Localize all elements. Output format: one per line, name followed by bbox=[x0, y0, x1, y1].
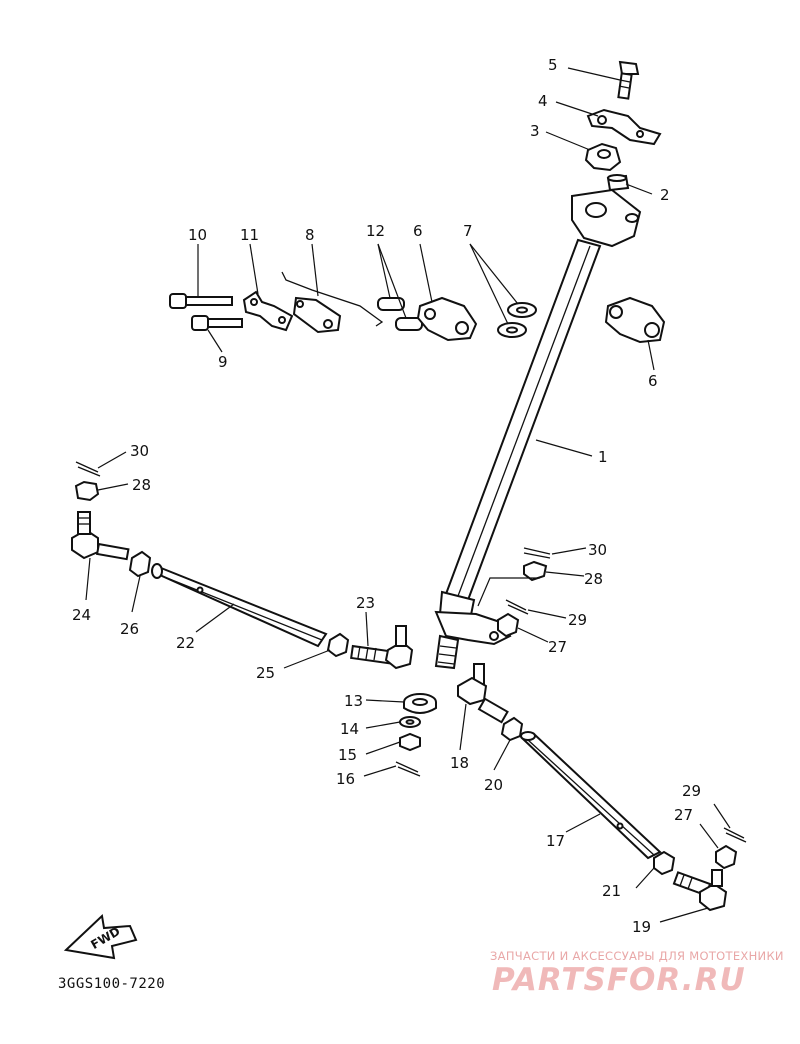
nut-26 bbox=[128, 550, 152, 578]
callout-7: 7 bbox=[463, 222, 473, 240]
nut-28-left bbox=[74, 480, 100, 502]
tie-rod-end-19 bbox=[672, 869, 728, 912]
washers-7 bbox=[497, 302, 537, 338]
callout-14: 14 bbox=[340, 720, 359, 738]
callout-21: 21 bbox=[602, 882, 621, 900]
tie-rod-17 bbox=[520, 731, 662, 860]
callout-6-top: 6 bbox=[413, 222, 423, 240]
diagram-code: 3GGS100-7220 bbox=[58, 976, 166, 992]
washer-14 bbox=[399, 716, 421, 728]
callout-24: 24 bbox=[72, 606, 91, 624]
callout-10: 10 bbox=[188, 226, 207, 244]
nut-21 bbox=[653, 850, 676, 876]
bolt-9 bbox=[191, 315, 243, 331]
callout-labels: 5 4 3 2 10 11 8 12 6 7 9 6 1 30 28 30 28… bbox=[72, 56, 701, 936]
callout-1: 1 bbox=[598, 448, 608, 466]
callout-4: 4 bbox=[538, 92, 548, 110]
steering-shaft bbox=[434, 188, 642, 670]
nut-25 bbox=[326, 632, 350, 658]
plate-11 bbox=[242, 290, 294, 332]
holder-6-left bbox=[416, 296, 478, 342]
cable-guide-8 bbox=[281, 271, 384, 334]
cotter-pin-29-lower bbox=[723, 827, 747, 843]
fwd-arrow-icon: FWD bbox=[63, 913, 138, 960]
callout-25: 25 bbox=[256, 664, 275, 682]
bolt-10 bbox=[169, 293, 233, 309]
callout-28-left: 28 bbox=[132, 476, 151, 494]
callout-13: 13 bbox=[344, 692, 363, 710]
callout-15: 15 bbox=[338, 746, 357, 764]
tie-rod-end-23 bbox=[350, 625, 414, 670]
tie-rod-end-24 bbox=[71, 511, 130, 561]
callout-12: 12 bbox=[366, 222, 385, 240]
callout-26: 26 bbox=[120, 620, 139, 638]
holder-3 bbox=[584, 142, 622, 172]
callout-8: 8 bbox=[305, 226, 315, 244]
callout-19: 19 bbox=[632, 918, 651, 936]
nut-28-right bbox=[523, 560, 548, 582]
callout-17: 17 bbox=[546, 832, 565, 850]
callout-30-right: 30 bbox=[588, 541, 607, 559]
collars-12 bbox=[377, 297, 423, 331]
leader-lines bbox=[85, 67, 731, 923]
holder-6-right bbox=[604, 296, 666, 344]
callout-3: 3 bbox=[530, 122, 540, 140]
callout-6-right: 6 bbox=[648, 372, 658, 390]
callout-30-left: 30 bbox=[130, 442, 149, 460]
callout-29-right: 29 bbox=[568, 611, 587, 629]
callout-23: 23 bbox=[356, 594, 375, 612]
nut-27-lower bbox=[715, 844, 738, 870]
bolt-5 bbox=[617, 60, 640, 100]
callout-18: 18 bbox=[450, 754, 469, 772]
callout-28-right: 28 bbox=[584, 570, 603, 588]
bushing-2 bbox=[606, 174, 630, 192]
callout-22: 22 bbox=[176, 634, 195, 652]
tie-rod-end-18 bbox=[457, 663, 509, 724]
seal-13 bbox=[403, 693, 437, 714]
cotter-pin-29-right bbox=[505, 599, 529, 615]
tie-rod-22 bbox=[151, 563, 328, 648]
callout-29-lower: 29 bbox=[682, 782, 701, 800]
cotter-pin-30-left bbox=[75, 461, 101, 477]
callout-11: 11 bbox=[240, 226, 259, 244]
nut-20 bbox=[500, 716, 524, 742]
callout-16: 16 bbox=[336, 770, 355, 788]
bracket-4 bbox=[586, 108, 662, 146]
watermark-logo: PARTSFOR.RU bbox=[492, 962, 746, 998]
callout-27-lower: 27 bbox=[674, 806, 693, 824]
callout-5: 5 bbox=[548, 56, 558, 74]
cotter-pin-16 bbox=[395, 761, 421, 777]
watermark-tagline: ЗАПЧАСТИ И АКСЕССУАРЫ ДЛЯ МОТОТЕХНИКИ bbox=[490, 949, 784, 963]
cotter-pin-30-right bbox=[523, 547, 551, 559]
nut-27-right bbox=[497, 612, 520, 638]
callout-20: 20 bbox=[484, 776, 503, 794]
callout-27-right: 27 bbox=[548, 638, 567, 656]
nut-15 bbox=[399, 732, 421, 752]
callout-2: 2 bbox=[660, 186, 670, 204]
callout-9: 9 bbox=[218, 353, 228, 371]
